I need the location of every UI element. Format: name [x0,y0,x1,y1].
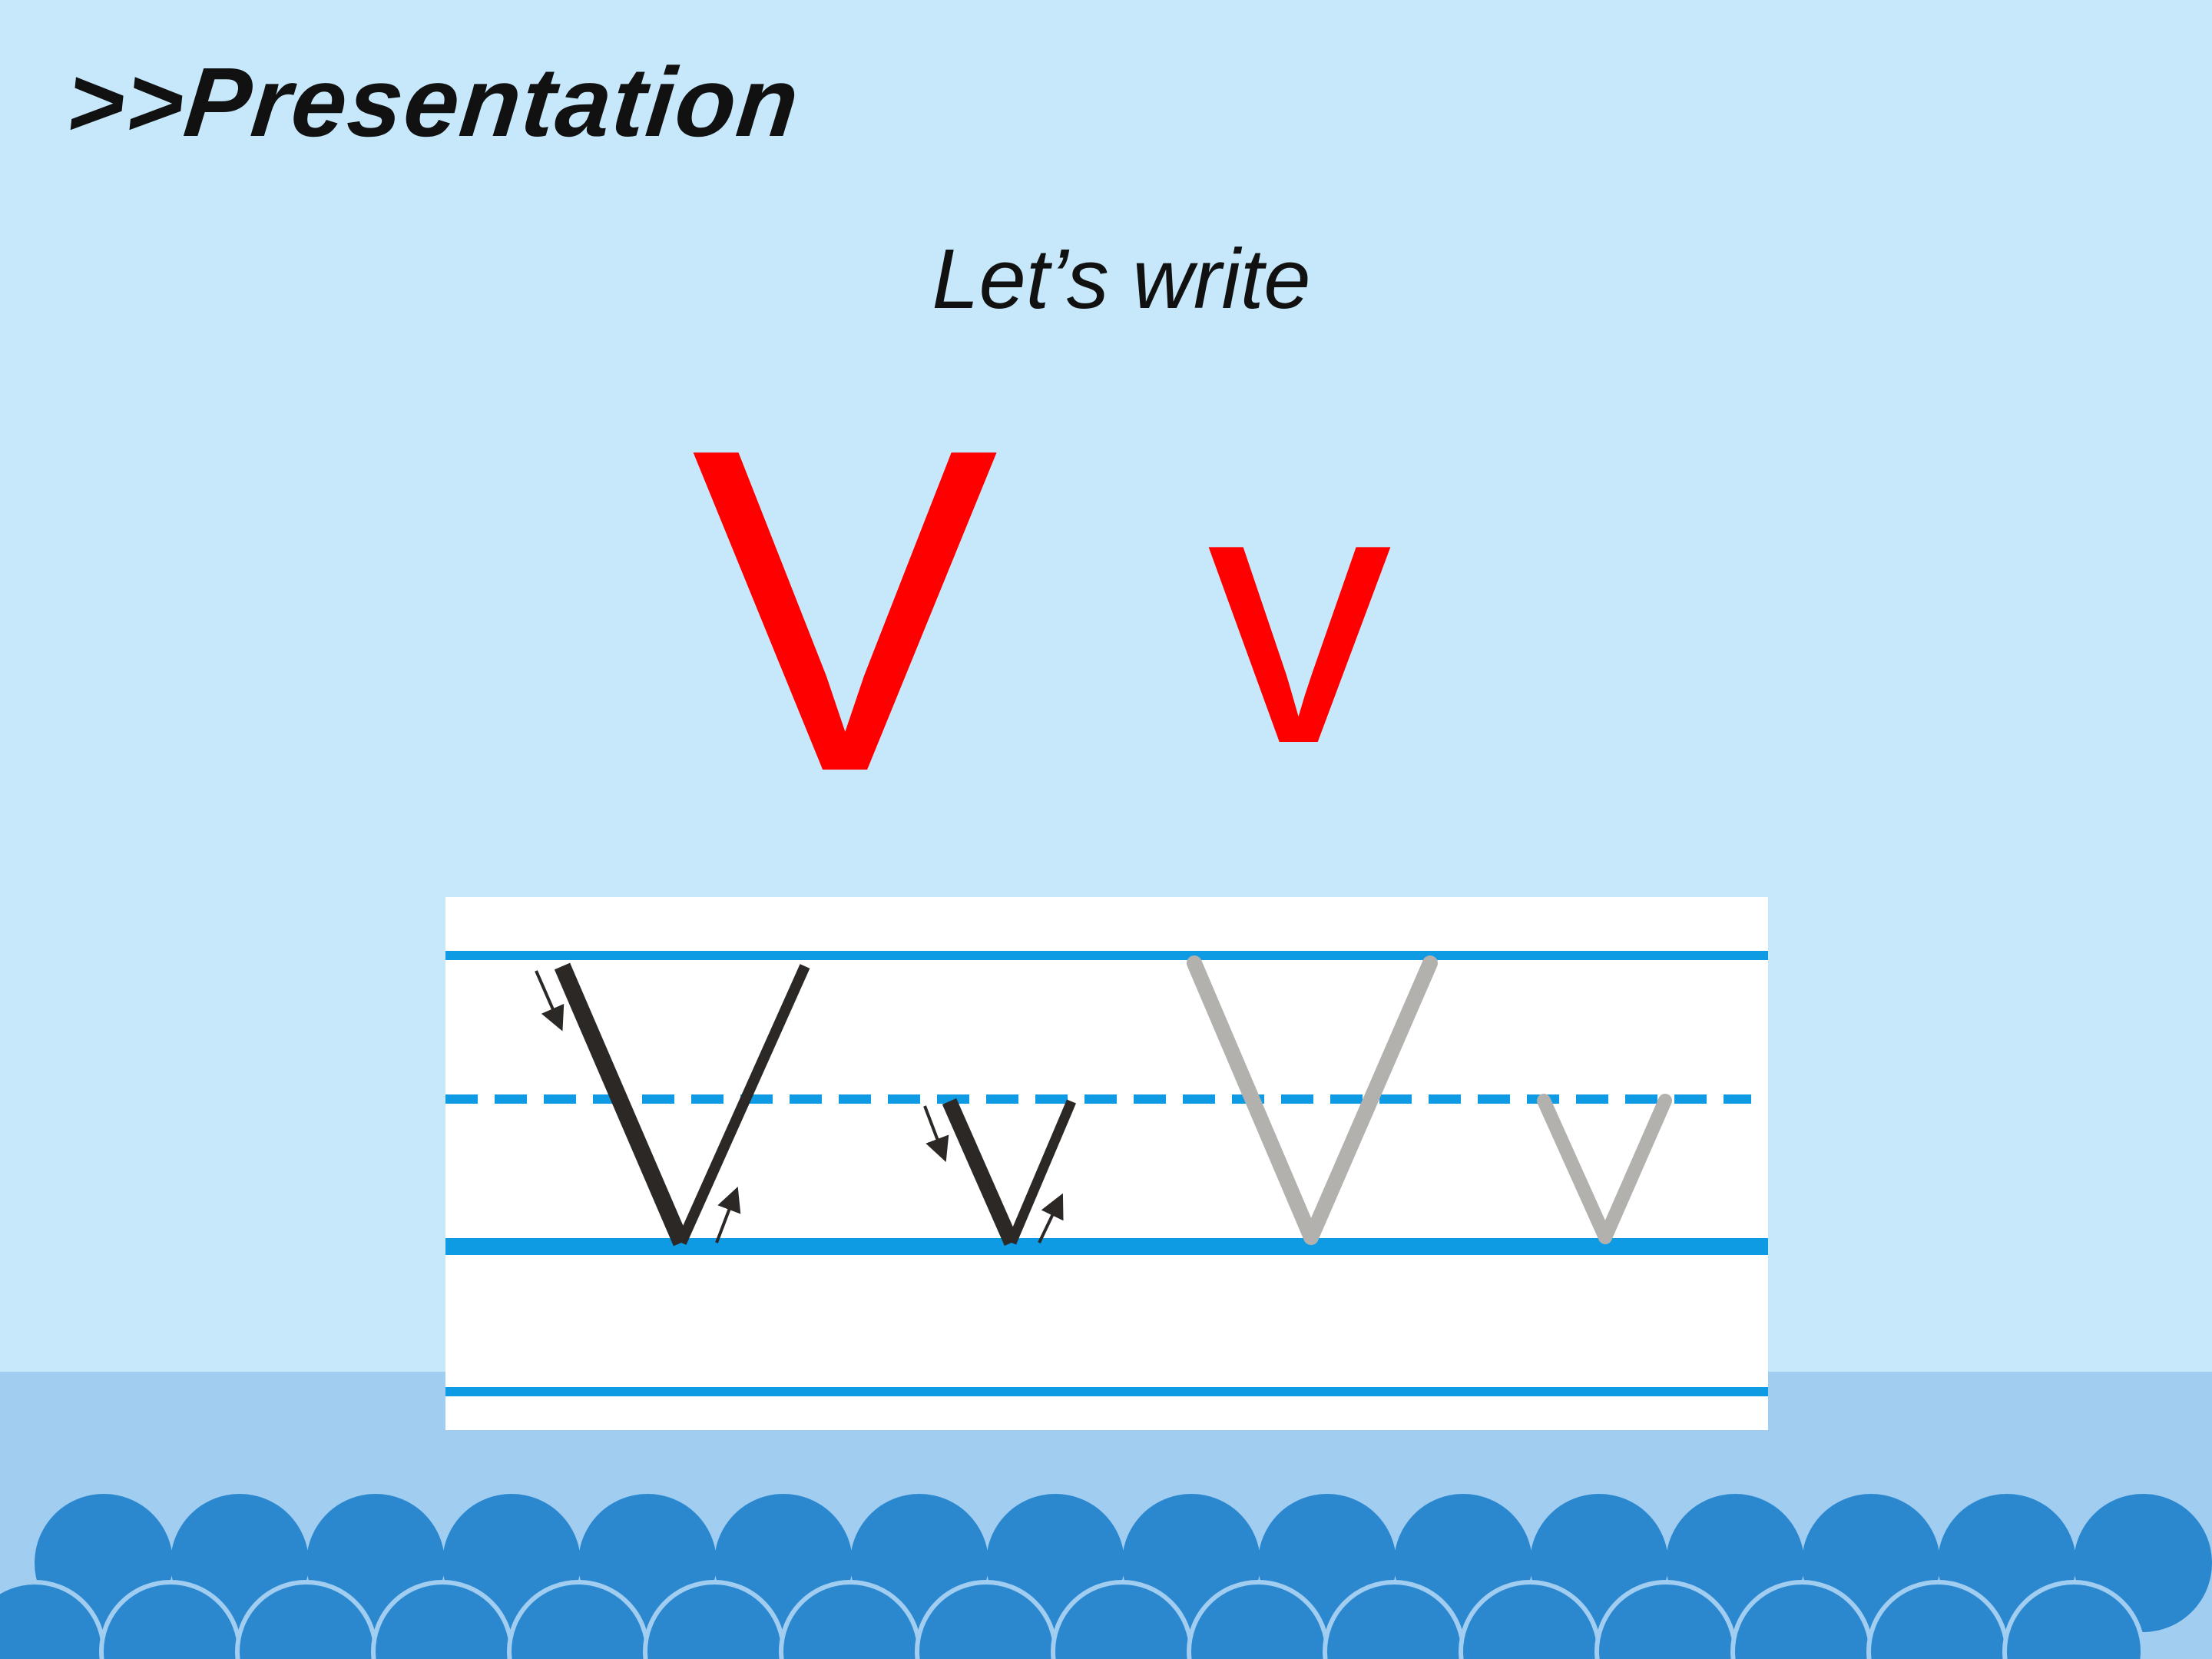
uppercase-v-stroke-example [535,962,810,1247]
v-left-stroke [942,1098,1019,1247]
scallop [2002,1580,2145,1659]
lets-write-subtitle: Let’s write [932,232,1311,326]
presentation-heading: >>Presentation [61,48,806,157]
handwriting-guide [445,951,1768,1396]
stroke-direction-arrow-icon [535,970,565,1031]
uppercase-v-tracing [1187,955,1438,1245]
stroke-direction-arrow-icon [715,1187,741,1243]
handwriting-practice-board [445,897,1768,1430]
lowercase-letter: v [1207,408,1392,820]
lowercase-v-tracing [1537,1094,1672,1244]
v-trace-stroke [1537,1094,1672,1244]
v-trace-stroke [1187,955,1438,1245]
stroke-direction-arrow-icon [1038,1193,1064,1243]
uppercase-letter: V [691,353,999,868]
v-right-stroke [676,964,810,1245]
v-right-stroke [1007,1099,1076,1245]
stroke-direction-arrow-icon [923,1105,949,1162]
lowercase-v-stroke-example [923,1098,1076,1247]
v-left-stroke [554,962,690,1247]
